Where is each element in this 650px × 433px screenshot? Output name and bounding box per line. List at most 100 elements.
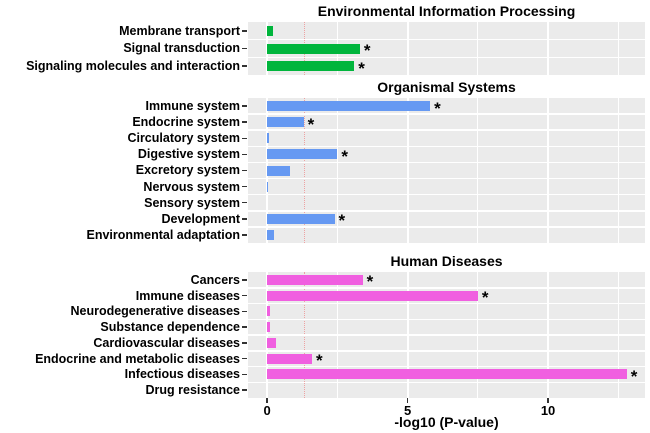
asterisk-glyph: *	[341, 146, 348, 166]
bar	[267, 369, 627, 380]
major-gridline	[547, 22, 550, 75]
bar-label: Membrane transport	[119, 23, 240, 38]
y-axis-tick	[242, 185, 247, 188]
bar-label: Digestive system	[137, 147, 240, 162]
facet-title: Human Diseases	[390, 253, 503, 269]
facet-panel: * * * *	[248, 272, 645, 398]
bar-label: Cancers	[190, 272, 240, 287]
row-separator	[248, 145, 645, 148]
bar	[267, 337, 276, 348]
y-axis-tick	[242, 65, 247, 67]
y-axis-tick	[242, 326, 247, 328]
asterisk-glyph: *	[481, 288, 489, 308]
y-axis-tick	[242, 279, 247, 281]
significance-asterisk: *	[481, 288, 489, 308]
bar-label: Excretory system	[135, 163, 240, 178]
asterisk-glyph: *	[630, 366, 638, 386]
bar	[267, 181, 268, 192]
bar	[267, 306, 270, 317]
facet-title: Organismal Systems	[377, 79, 516, 95]
row-separator	[248, 161, 645, 164]
bar-label: Nervous system	[143, 179, 240, 194]
row-separator	[248, 334, 645, 336]
row-separator	[248, 193, 645, 196]
asterisk-glyph: *	[316, 351, 323, 371]
y-axis-tick	[242, 169, 247, 172]
row-separator	[248, 56, 645, 59]
significance-asterisk: *	[338, 211, 346, 231]
facet-title: Environmental Information Processing	[317, 3, 576, 19]
significance-asterisk: *	[358, 57, 365, 78]
bar-label: Endocrine and metabolic diseases	[35, 351, 240, 366]
y-axis-tick	[242, 218, 247, 220]
bar-label: Infectious diseases	[124, 367, 240, 382]
bar-label: Substance dependence	[100, 320, 240, 335]
x-tick-label: 10	[540, 403, 556, 418]
x-tick-label: 0	[263, 403, 271, 418]
bar-label: Circulatory system	[127, 131, 240, 146]
bar-label: Drug resistance	[145, 383, 240, 398]
bar	[267, 353, 313, 364]
minor-gridline	[336, 98, 338, 243]
row-separator	[248, 318, 645, 320]
row-separator	[248, 177, 645, 180]
bar-label: Immune system	[145, 99, 240, 114]
y-axis-tick	[242, 357, 247, 360]
y-axis-tick	[242, 121, 247, 123]
asterisk-glyph: *	[307, 114, 315, 134]
row-separator	[248, 381, 645, 383]
y-axis-tick	[242, 30, 247, 32]
row-separator	[248, 38, 645, 41]
y-axis-tick	[242, 234, 247, 236]
asterisk-glyph: *	[338, 211, 346, 231]
row-separator	[248, 113, 645, 115]
row-separator	[248, 226, 645, 228]
y-axis-tick	[242, 389, 247, 391]
x-axis-tick	[266, 398, 268, 403]
asterisk-glyph: *	[363, 40, 371, 60]
bar-label: Signaling molecules and interaction	[26, 59, 240, 74]
asterisk-glyph: *	[366, 272, 374, 292]
facet-panel: **	[248, 22, 645, 78]
minor-gridline	[477, 22, 479, 75]
x-axis-title: -log10 (P-value)	[394, 414, 499, 430]
row-separator	[248, 365, 645, 368]
bar-label: Cardiovascular diseases	[93, 335, 240, 350]
y-axis-tick	[242, 47, 247, 50]
bar	[267, 149, 338, 160]
major-gridline	[406, 22, 409, 75]
bar	[267, 61, 355, 72]
x-axis-tick	[547, 398, 549, 403]
y-axis-tick	[242, 294, 247, 297]
significance-asterisk: *	[630, 366, 638, 386]
y-axis-tick	[242, 342, 247, 344]
y-axis-tick	[242, 105, 247, 107]
major-gridline	[547, 98, 550, 243]
bar-label: Environmental adaptation	[86, 227, 241, 242]
asterisk-glyph: *	[358, 58, 365, 78]
minor-gridline	[477, 98, 479, 243]
bar	[267, 25, 273, 36]
bar	[267, 101, 431, 112]
bar	[267, 133, 270, 144]
minor-gridline	[617, 98, 619, 243]
significance-asterisk: *	[366, 272, 374, 292]
bar	[267, 290, 478, 301]
bar-label: Immune diseases	[135, 288, 240, 303]
significance-asterisk: *	[434, 98, 441, 118]
significance-asterisk: *	[316, 351, 323, 371]
significance-asterisk: *	[341, 146, 348, 166]
minor-gridline	[617, 22, 619, 75]
bar-label: Neurodegenerative diseases	[70, 304, 240, 319]
x-axis-tick	[406, 398, 409, 403]
y-axis-tick	[242, 153, 247, 156]
asterisk-glyph: *	[434, 98, 441, 118]
row-separator	[248, 210, 645, 212]
y-axis-tick	[242, 137, 247, 140]
bar	[267, 165, 290, 176]
significance-asterisk: *	[363, 40, 371, 60]
bar-label: Endocrine system	[132, 115, 240, 130]
bar-label: Sensory system	[144, 195, 240, 210]
bar	[267, 117, 304, 128]
